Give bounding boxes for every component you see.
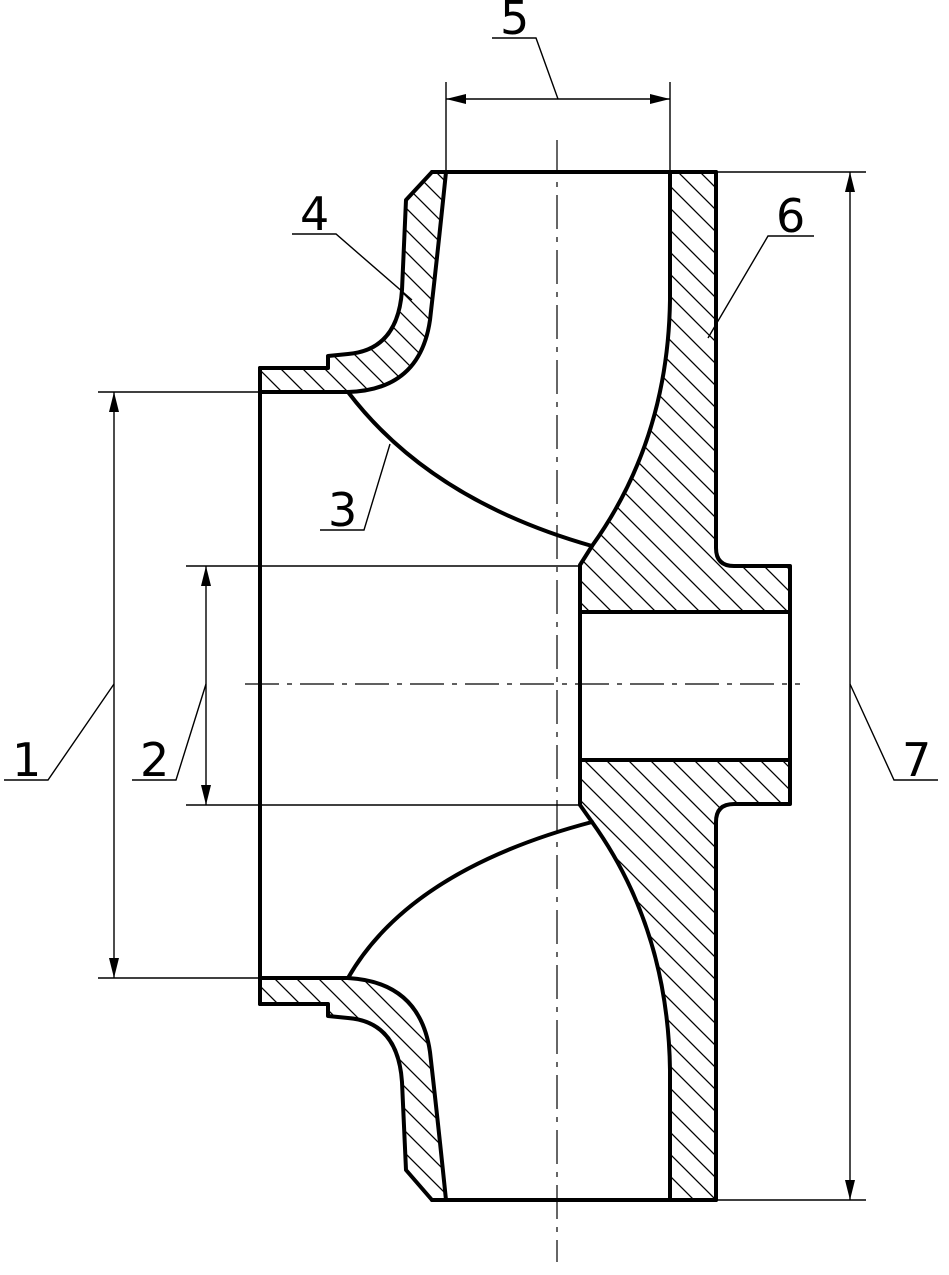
front-shroud-upper-section — [258, 170, 448, 394]
arrowhead-5-left — [446, 94, 466, 104]
arrowhead-1-bottom — [109, 958, 119, 978]
callout-label-1: 1 — [12, 733, 41, 787]
leader-4 — [292, 233, 413, 301]
leader-1 — [4, 683, 115, 781]
blade-profile-lower — [346, 820, 594, 980]
leader-3 — [320, 443, 391, 531]
callout-label-5: 5 — [500, 0, 529, 45]
callout-label-3: 3 — [328, 483, 357, 537]
leader-6 — [707, 235, 814, 339]
arrowhead-2-bottom — [201, 785, 211, 805]
callout-label-4: 4 — [300, 187, 329, 241]
leader-2 — [132, 683, 207, 781]
arrowhead-7-top — [845, 172, 855, 192]
arrowhead-1-top — [109, 392, 119, 412]
arrowhead-5-right — [650, 94, 670, 104]
hub-disc-lower-section — [578, 758, 792, 1202]
callout-label-2: 2 — [140, 733, 169, 787]
arrowhead-2-top — [201, 566, 211, 586]
leader-7 — [849, 683, 938, 781]
front-shroud-lower-section — [258, 976, 448, 1202]
callout-label-6: 6 — [776, 189, 805, 243]
leader-5 — [492, 37, 559, 100]
hub-disc-upper-section — [578, 170, 792, 614]
blade-profile-upper — [346, 390, 594, 548]
callout-label-7: 7 — [902, 733, 931, 787]
arrowhead-7-bottom — [845, 1180, 855, 1200]
